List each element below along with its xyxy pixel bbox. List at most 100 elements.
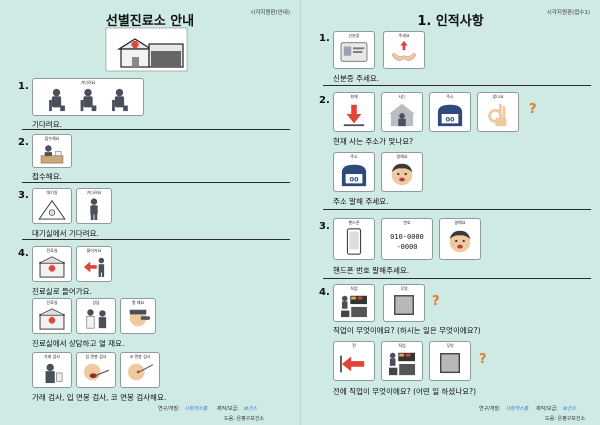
s3-caption: 핸드폰 번호 말해주세요. bbox=[333, 266, 410, 275]
section-1-number: 1. bbox=[18, 81, 29, 92]
reception-desk-icon bbox=[37, 143, 67, 164]
hands-give-icon bbox=[388, 40, 420, 65]
unknown-box-icon bbox=[388, 293, 420, 318]
card-waiting: 기다려요 bbox=[32, 78, 144, 116]
card-reception: 접수해요 bbox=[32, 134, 72, 168]
card-correct: 맞나요 bbox=[477, 92, 519, 132]
jobs-icon bbox=[338, 293, 370, 318]
card-label: 주소 bbox=[350, 154, 358, 159]
section-2-number: 2. bbox=[18, 137, 29, 148]
card-label: 신분증 bbox=[348, 33, 360, 38]
mouth-swab-icon bbox=[81, 361, 111, 384]
house-icon bbox=[386, 101, 418, 128]
card-label: 입 면봉 검사 bbox=[85, 354, 107, 359]
people-waiting-icon bbox=[37, 87, 139, 112]
section-3-number: 3. bbox=[319, 221, 330, 232]
card-speak: 말해요 bbox=[439, 218, 481, 260]
address-number: 00 bbox=[445, 115, 455, 123]
card-mouth-swab: 입 면봉 검사 bbox=[76, 352, 116, 388]
card-label: 무엇 bbox=[400, 286, 408, 291]
credit-prod-org: 보건소 bbox=[562, 406, 577, 412]
card-job: 직업 bbox=[381, 341, 423, 381]
card-give: 주세요 bbox=[383, 31, 425, 69]
card-label: 맞나요 bbox=[492, 94, 504, 99]
mailbox-icon: 00 bbox=[338, 161, 370, 188]
s2-caption-2: 주소 말해 주세요. bbox=[333, 197, 389, 206]
card-waiting-room: 대기실 1 bbox=[32, 188, 72, 224]
page-tag: 시각지원판(접수1) bbox=[546, 10, 590, 16]
credit-dev-org: 사회적소통 bbox=[184, 406, 208, 412]
question-mark: ? bbox=[479, 352, 487, 367]
footer-support: 도움: 은평구보건소 bbox=[224, 416, 265, 422]
clinic-building-icon bbox=[105, 27, 188, 72]
person-standing-icon bbox=[81, 197, 107, 220]
s2-caption: 현재 사는 주소가 맞나요? bbox=[333, 137, 414, 146]
section-4-number: 4. bbox=[319, 287, 330, 298]
card-label: 무엇 bbox=[446, 343, 454, 348]
card-label: 말해요 bbox=[396, 154, 408, 159]
tent-icon: 1 bbox=[37, 197, 67, 220]
card-job: 직업 bbox=[333, 284, 375, 322]
divider bbox=[22, 239, 290, 240]
card-nose-swab: 코 면봉 검사 bbox=[120, 352, 160, 388]
nose-swab-icon bbox=[125, 361, 155, 384]
card-label: 말해요 bbox=[454, 220, 466, 225]
credit-prod-label: 제작/보급: bbox=[535, 406, 558, 412]
card-label: 전 bbox=[352, 343, 356, 348]
section-4-number: 4. bbox=[18, 248, 29, 259]
card-before: 전 bbox=[333, 341, 375, 381]
card-what: 무엇 bbox=[429, 341, 471, 381]
card-label: 진료실 bbox=[46, 300, 58, 305]
divider bbox=[323, 278, 591, 279]
section-3-caption: 대기실에서 기다려요. bbox=[32, 229, 99, 238]
card-label: 사는 bbox=[398, 94, 406, 99]
card-address: 주소 00 bbox=[429, 92, 471, 132]
section-2-caption: 접수해요. bbox=[32, 172, 62, 181]
card-exam-room: 진료실 bbox=[32, 298, 72, 334]
doctor-consult-icon bbox=[81, 307, 111, 330]
section-2-number: 2. bbox=[319, 95, 330, 106]
ok-hand-icon bbox=[482, 101, 514, 128]
divider bbox=[323, 85, 591, 86]
card-label: 주소 bbox=[446, 94, 454, 99]
credit-prod-org: 보건소 bbox=[243, 406, 258, 412]
id-card-icon bbox=[338, 40, 370, 65]
sputum-test-icon bbox=[37, 361, 67, 384]
clinic-icon bbox=[37, 255, 67, 278]
card-label: 번호 bbox=[403, 220, 411, 225]
footer-support: 도움: 은평구보건소 bbox=[545, 416, 586, 422]
svg-text:1: 1 bbox=[51, 211, 53, 215]
question-mark: ? bbox=[432, 294, 440, 309]
card-current: 현재 bbox=[333, 92, 375, 132]
speaking-face-icon bbox=[386, 161, 418, 188]
card-label: 들어가요 bbox=[86, 248, 102, 253]
card-label: 현재 bbox=[350, 94, 358, 99]
credit-dev-org: 사회적소통 bbox=[505, 406, 529, 412]
section-4-caption: 진료실로 들어가요. bbox=[32, 287, 92, 296]
thermometer-icon bbox=[125, 307, 151, 330]
section-3-number: 3. bbox=[18, 190, 29, 201]
card-label: 대기실 bbox=[46, 190, 58, 195]
card-label: 직업 bbox=[398, 343, 406, 348]
credit-dev-label: 연구/개발: bbox=[158, 406, 180, 412]
section-1-number: 1. bbox=[319, 33, 330, 44]
left-page: 시각지원판(안내) 선별진료소 안내 1. 기다려요 기다려요. 2. 접수해요 bbox=[18, 10, 290, 422]
card-phone: 핸드폰 bbox=[333, 218, 375, 260]
speaking-face-icon bbox=[444, 227, 476, 256]
credit-prod-label: 제작/보급: bbox=[216, 406, 239, 412]
question-mark: ? bbox=[529, 102, 537, 117]
card-label: 기다려요 bbox=[86, 190, 102, 195]
section-1-caption: 기다려요. bbox=[32, 120, 62, 129]
footer-credit: 연구/개발: 사회적소통 제작/보급: 보건소 bbox=[158, 405, 257, 419]
divider bbox=[323, 209, 591, 210]
card-consult: 상담 bbox=[76, 298, 116, 334]
card-live: 사는 bbox=[381, 92, 423, 132]
divider bbox=[22, 129, 290, 130]
card-temperature: 열 재요 bbox=[120, 298, 156, 334]
phone-number-line-1: 010-0000 bbox=[390, 233, 424, 241]
card-sputum-test: 가래 검사 bbox=[32, 352, 72, 388]
card-label: 핸드폰 bbox=[348, 220, 360, 225]
page-title: 1. 인적사항 bbox=[417, 14, 484, 29]
card-label: 기다려요 bbox=[80, 80, 96, 85]
down-arrow-icon bbox=[338, 101, 370, 128]
